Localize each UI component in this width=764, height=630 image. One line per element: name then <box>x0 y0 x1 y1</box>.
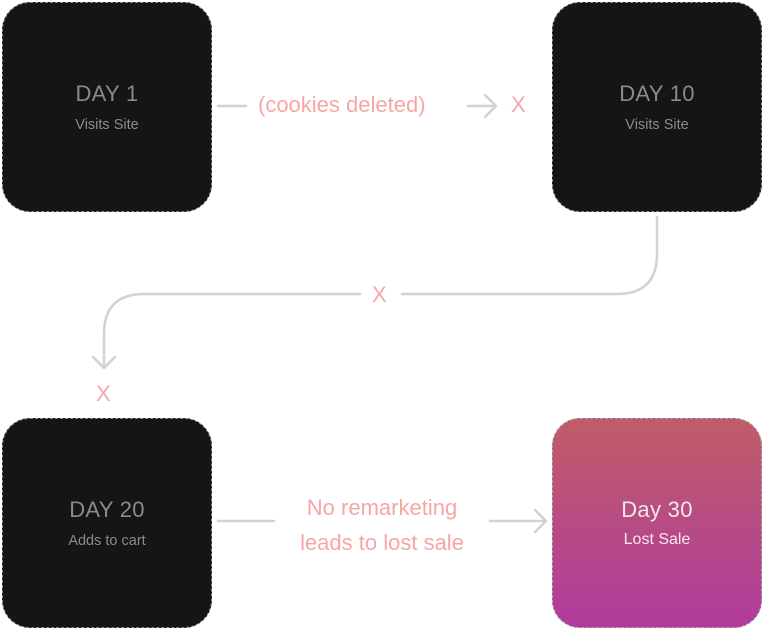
step-title: DAY 20 <box>69 497 145 522</box>
break-x-mark: X <box>372 282 387 307</box>
step-title: Day 30 <box>621 497 693 522</box>
step-day-30-lost-sale: Day 30 Lost Sale <box>552 418 762 628</box>
step-subtitle: Visits Site <box>75 117 139 133</box>
step-day-1: DAY 1 Visits Site <box>2 2 212 212</box>
no-remarketing-line-1: No remarketing <box>306 495 458 520</box>
cookies-deleted-label: (cookies deleted) <box>258 92 426 117</box>
arrow-down-icon <box>91 355 117 370</box>
arrow-right-icon <box>466 93 498 119</box>
connector-day10-to-day20-left <box>102 292 362 370</box>
step-subtitle: Visits Site <box>625 117 689 133</box>
step-subtitle: Lost Sale <box>623 531 691 548</box>
no-remarketing-label: No remarketing leads to lost sale <box>282 490 482 560</box>
step-day-10: DAY 10 Visits Site <box>552 2 762 212</box>
arrow-right-icon-2 <box>488 508 548 534</box>
step-title: DAY 10 <box>619 81 695 106</box>
break-x-mark: X <box>511 92 526 117</box>
step-subtitle: Adds to cart <box>68 533 146 549</box>
break-x-mark: X <box>96 381 111 406</box>
step-title: DAY 1 <box>75 81 139 106</box>
connector-day10-to-day20-right <box>400 215 659 296</box>
no-remarketing-line-2: leads to lost sale <box>300 530 464 555</box>
step-day-20: DAY 20 Adds to cart <box>2 418 212 628</box>
